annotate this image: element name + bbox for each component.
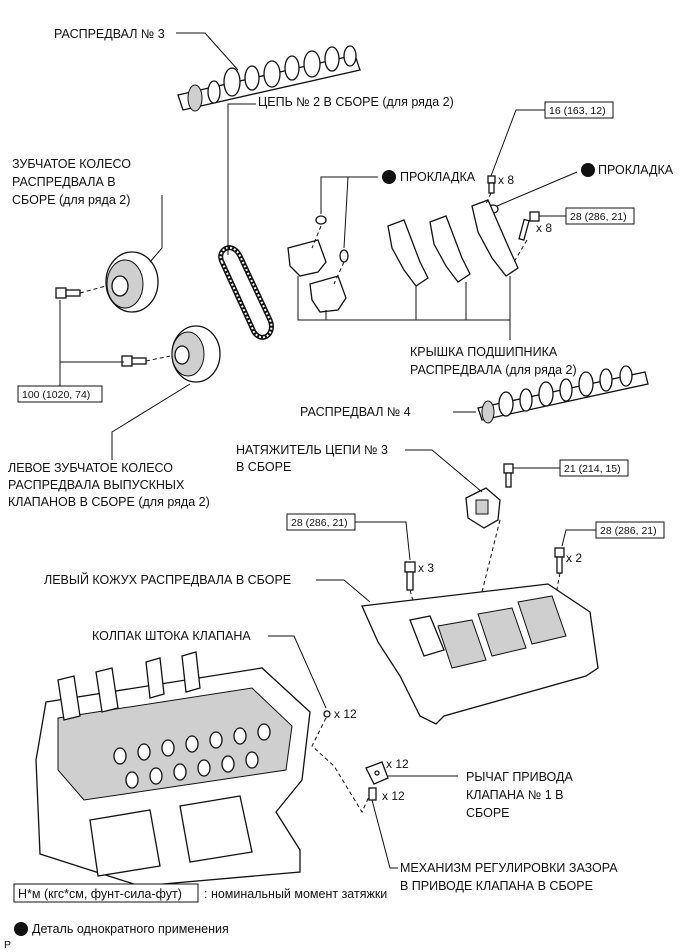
- label-tensioner-line1: НАТЯЖИТЕЛЬ ЦЕПИ № 3: [236, 443, 388, 457]
- label-chain-2: ЦЕПЬ № 2 В СБОРЕ (для ряда 2): [258, 95, 454, 109]
- label-rocker-line3: СБОРЕ: [466, 806, 510, 820]
- torque-28-right: 28 (286, 21): [600, 525, 657, 537]
- camshaft-sprocket: [105, 251, 159, 313]
- sprocket-bolt: [55, 287, 81, 299]
- count-x12-c: x 12: [382, 789, 405, 803]
- chain-tensioner-3: [465, 487, 501, 529]
- label-exhaust-line2: РАСПРЕДВАЛА ВЫПУСКНЫХ: [8, 478, 185, 492]
- torque-16: 16 (163, 12): [549, 105, 606, 117]
- legend-nonreusable: Деталь однократного применения: [32, 922, 229, 936]
- count-x8-b: x 8: [536, 221, 552, 235]
- corner-mark: P: [4, 939, 11, 951]
- camshaft-housing: [361, 583, 599, 725]
- label-adjuster-line2: В ПРИВОДЕ КЛАПАНА В СБОРЕ: [400, 879, 593, 893]
- camshaft-3-lobes: [187, 45, 357, 112]
- label-camshaft-4: РАСПРЕДВАЛ № 4: [300, 405, 411, 419]
- rocker-arm: [365, 761, 389, 785]
- count-x2: x 2: [566, 551, 582, 565]
- legend-unit-desc: : номинальный момент затяжки: [204, 887, 387, 901]
- torque-100: 100 (1020, 74): [22, 389, 90, 401]
- bullet-icon-gasket-2: [581, 163, 595, 177]
- legend-unit-box: [13, 883, 199, 903]
- bearing-cap-bolt-small: [487, 175, 496, 194]
- label-bearing-cap-line2: РАСПРЕДВАЛА (для ряда 2): [410, 363, 577, 377]
- housing-bolt-left: [404, 561, 416, 591]
- label-gasket-2: ПРОКЛАДКА: [598, 163, 674, 177]
- count-x8-a: x 8: [498, 173, 514, 187]
- label-gasket-1: ПРОКЛАДКА: [400, 170, 476, 184]
- torque-21: 21 (214, 15): [564, 463, 621, 475]
- label-sprocket-line1: ЗУБЧАТОЕ КОЛЕСО: [12, 157, 131, 171]
- bullet-icon-gasket-1: [382, 170, 396, 184]
- legend-unit-text: Н*м (кгс*см, фунт-сила-фут): [18, 887, 182, 901]
- label-housing: ЛЕВЫЙ КОЖУХ РАСПРЕДВАЛА В СБОРЕ: [44, 572, 291, 587]
- label-valve-cap: КОЛПАК ШТОКА КЛАПАНА: [92, 629, 251, 643]
- label-adjuster-line1: МЕХАНИЗМ РЕГУЛИРОВКИ ЗАЗОРА: [400, 861, 618, 875]
- tensioner-bolt: [503, 463, 514, 488]
- legend-bullet-icon: [14, 922, 28, 936]
- label-rocker-line1: РЫЧАГ ПРИВОДА: [466, 770, 573, 784]
- engine-valve-spring-row: [113, 723, 271, 789]
- valve-cap-part: [323, 710, 331, 718]
- label-camshaft-3: РАСПРЕДВАЛ № 3: [54, 27, 165, 41]
- label-sprocket-line2: РАСПРЕДВАЛА В: [12, 175, 116, 189]
- label-sprocket-line3: СБОРЕ (для ряда 2): [12, 193, 130, 207]
- label-exhaust-line3: КЛАПАНОВ В СБОРЕ (для ряда 2): [8, 495, 210, 509]
- engine-cylinder-head: [35, 651, 311, 887]
- label-exhaust-line1: ЛЕВОЕ ЗУБЧАТОЕ КОЛЕСО: [8, 461, 173, 475]
- lash-adjuster: [368, 787, 377, 801]
- gasket-left: [315, 215, 327, 225]
- torque-28-top: 28 (286, 21): [570, 211, 627, 223]
- label-tensioner-line2: В СБОРЕ: [236, 460, 291, 474]
- count-x12-b: x 12: [386, 757, 409, 771]
- bearing-caps: [287, 199, 519, 313]
- housing-bolt-right: [554, 547, 565, 574]
- count-x3: x 3: [418, 561, 434, 575]
- label-bearing-cap-line1: КРЫШКА ПОДШИПНИКА: [410, 345, 558, 359]
- count-x12-a: x 12: [334, 707, 357, 721]
- camshaft-3: [177, 45, 361, 112]
- gasket-middle: [339, 249, 349, 263]
- camshaft-4: [477, 365, 649, 424]
- label-rocker-line2: КЛАПАНА № 1 В: [466, 788, 564, 802]
- exhaust-sprocket-bolt: [121, 355, 147, 367]
- chain-2: [218, 245, 274, 340]
- torque-28-left: 28 (286, 21): [291, 517, 348, 529]
- exhaust-camshaft-sprocket: [171, 325, 221, 383]
